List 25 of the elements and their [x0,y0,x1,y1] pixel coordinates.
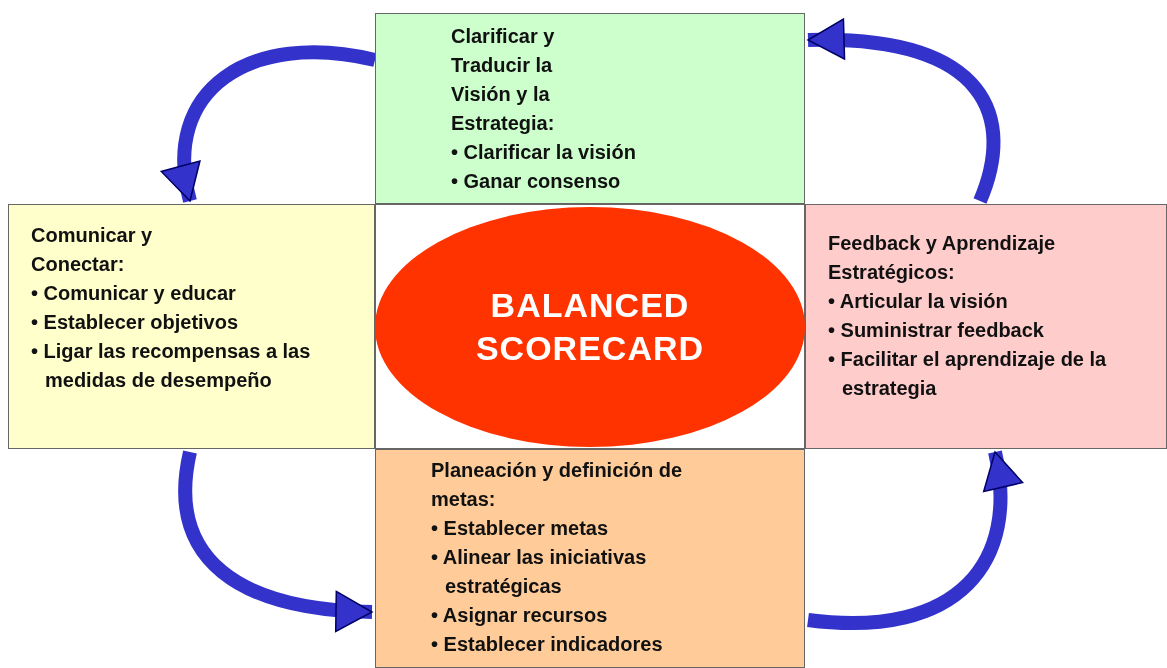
bullet-item: • Alinear las iniciativas estratégicas [431,545,648,599]
bullet-item: • Comunicar y educar [31,281,237,306]
bullet-item: • Establecer objetivos [31,310,240,335]
text-box [375,13,805,204]
text-box [805,204,1167,449]
heading: Planeación y definición de metas: [431,458,684,512]
bullet-item: • Clarificar la visión [451,140,637,165]
curved-arrow [807,450,1022,630]
curved-arrow [178,450,373,631]
bullet-item: • Suministrar feedback [828,318,1045,343]
bullet-item: • Asignar recursos [431,603,609,628]
heading: Feedback y Aprendizaje Estratégicos: [828,231,1057,285]
text-box [8,204,375,449]
heading: Comunicar y Conectar: [31,223,154,277]
bullet-item: • Ganar consenso [451,169,622,194]
curved-arrow [807,19,1001,204]
bullet-item: • Establecer indicadores [431,632,664,657]
text-box [375,449,805,668]
bullet-item: • Articular la visión [828,289,1009,314]
bullet-item: • Ligar las recompensas a las medidas de desempeño [31,339,312,393]
bullet-item: • Establecer metas [431,516,610,541]
curved-arrow [162,45,377,203]
title-text: BALANCED SCORECARD [474,285,706,369]
bullet-item: • Facilitar el aprendizaje de la estrategia [828,347,1108,401]
heading: Clarificar y Traducir la Visión y la Estrategia: [451,24,556,136]
